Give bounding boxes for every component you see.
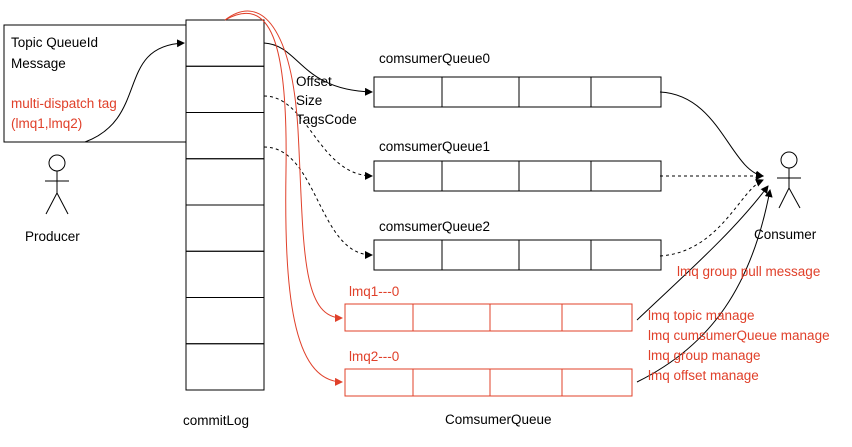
queue-cell bbox=[590, 76, 662, 108]
index-field-offset: Offset bbox=[296, 74, 332, 89]
index-field-size: Size bbox=[296, 93, 322, 108]
queue-cell bbox=[441, 76, 520, 108]
multi-dispatch-tag-value: (lmq1,lmq2) bbox=[11, 116, 82, 131]
commitlog-to-lmq2-arrow bbox=[224, 12, 343, 386]
queue-cell bbox=[441, 160, 520, 192]
queue-box-4 bbox=[344, 368, 633, 397]
index-field-tagscode: TagsCode bbox=[296, 112, 357, 127]
commitlog-cell bbox=[185, 250, 265, 298]
commitlog-cell bbox=[185, 158, 265, 206]
commitlog-cell bbox=[185, 297, 265, 345]
lmq2-to-consumer-arrow bbox=[636, 189, 773, 383]
consume-queues bbox=[344, 76, 662, 397]
commitlog-cell bbox=[185, 112, 265, 160]
commitlog-cell bbox=[185, 204, 265, 252]
message-box: Topic QueueId Message multi-dispatch tag… bbox=[3, 24, 187, 143]
queue-box-2 bbox=[373, 239, 662, 271]
queue-cell bbox=[518, 160, 592, 192]
lmq-pull-note: lmq group pull message bbox=[677, 264, 820, 279]
queue-cell bbox=[561, 368, 633, 397]
producer-label: Producer bbox=[25, 229, 80, 244]
message-box-line1: Topic QueueId bbox=[11, 35, 98, 50]
queue-cell bbox=[373, 160, 443, 192]
commitlog-cell bbox=[185, 19, 265, 67]
queue-cell bbox=[344, 368, 414, 397]
commitlog-to-queue0-arrow bbox=[263, 42, 373, 96]
queue-box-0 bbox=[373, 76, 662, 108]
queue-cell bbox=[561, 303, 633, 332]
queue-cell bbox=[489, 368, 563, 397]
message-box-line2: Message bbox=[11, 56, 66, 71]
queue-cell bbox=[373, 239, 443, 271]
queue-cell bbox=[412, 303, 491, 332]
lmq-group-manage-note: lmq group manage bbox=[648, 348, 761, 363]
commitlog-cell bbox=[185, 65, 265, 113]
producer-to-commitlog-arrow bbox=[84, 39, 185, 143]
commitlog-to-queue2-arrow bbox=[263, 146, 373, 259]
queue-label-0: comsumerQueue0 bbox=[379, 51, 490, 66]
commitlog-to-lmq1-arrow bbox=[224, 10, 343, 322]
lmq-consumequeue-manage-note: lmq cumsumerQueue manage bbox=[648, 328, 830, 343]
queue-label-1: comsumerQueue1 bbox=[379, 139, 490, 154]
consumequeue-label: ComsumerQueue bbox=[445, 412, 552, 427]
commitlog-to-queue1-arrow bbox=[263, 95, 373, 180]
queue-cell bbox=[590, 239, 662, 271]
commitlog-cell bbox=[185, 343, 265, 391]
queue-box-3 bbox=[344, 303, 633, 332]
queue-label-lmq1: lmq1---0 bbox=[349, 284, 399, 299]
queue-cell bbox=[590, 160, 662, 192]
queue-label-2: comsumerQueue2 bbox=[379, 219, 490, 234]
consumer-label: Consumer bbox=[754, 227, 817, 242]
queue-cell bbox=[412, 368, 491, 397]
queue-cell bbox=[373, 76, 443, 108]
queue-cell bbox=[344, 303, 414, 332]
lmq-offset-manage-note: lmq offset manage bbox=[648, 368, 759, 383]
queue-cell bbox=[518, 76, 592, 108]
commitlog-label: commitLog bbox=[183, 413, 249, 428]
queue-label-lmq2: lmq2---0 bbox=[349, 349, 399, 364]
multi-dispatch-tag-label: multi-dispatch tag bbox=[11, 96, 117, 111]
lmq1-to-consumer-arrow bbox=[636, 185, 769, 321]
queue-cell bbox=[441, 239, 520, 271]
queue-cell bbox=[489, 303, 563, 332]
queue0-to-consumer-arrow bbox=[659, 91, 764, 179]
queue-cell bbox=[518, 239, 592, 271]
queue2-to-consumer-arrow bbox=[659, 179, 764, 257]
consumer-actor-icon bbox=[777, 151, 801, 209]
producer-actor-icon bbox=[45, 154, 69, 215]
lmq-topic-manage-note: lmq topic manage bbox=[648, 308, 755, 323]
commitlog-column bbox=[185, 19, 265, 391]
queue-box-1 bbox=[373, 160, 662, 192]
